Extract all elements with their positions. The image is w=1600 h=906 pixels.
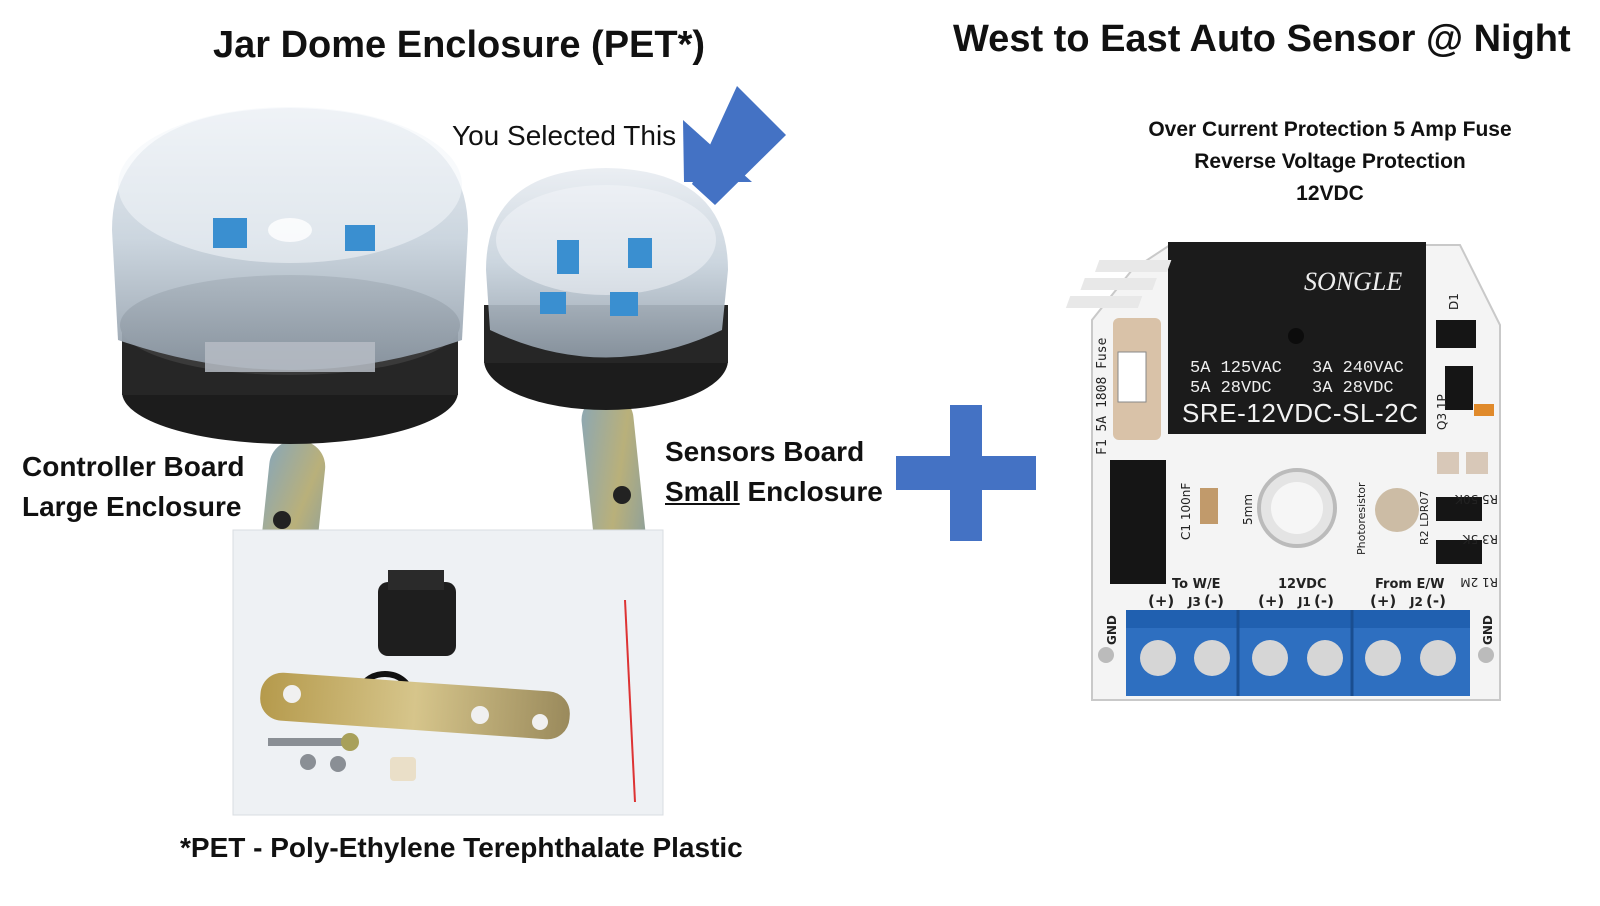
j2-label: J2 xyxy=(1409,595,1423,609)
footnote: *PET - Poly-Ethylene Terephthalate Plast… xyxy=(180,832,743,863)
photo-label: Photoresistor xyxy=(1355,482,1368,555)
gnd-left: GND xyxy=(1105,615,1119,645)
spec-voltage: 12VDC xyxy=(1296,182,1364,205)
gnd-right: GND xyxy=(1481,615,1495,645)
j1-plus: (+) xyxy=(1258,592,1284,610)
j3-label: J3 xyxy=(1187,595,1201,609)
blue-arrow xyxy=(683,86,786,205)
relay-rating-4: 3A 28VDC xyxy=(1312,379,1394,398)
r5-label: R5 50K xyxy=(1454,492,1498,506)
plus-sign xyxy=(896,405,1036,541)
mid-label: 12VDC xyxy=(1278,577,1326,592)
j1-label: J1 xyxy=(1297,595,1311,609)
d1-label: D1 xyxy=(1447,293,1461,310)
from-label: From E/W xyxy=(1375,577,1444,592)
sensors-label-line1: Sensors Board xyxy=(665,436,865,467)
j1-minus: (-) xyxy=(1314,592,1334,610)
to-label: To W/E xyxy=(1172,577,1221,592)
left-title: Jar Dome Enclosure (PET*) xyxy=(213,24,706,66)
r3-label: R3 5K xyxy=(1462,532,1498,546)
spec-reverse-voltage: Reverse Voltage Protection xyxy=(1194,150,1466,173)
selected-callout: You Selected This xyxy=(452,120,677,151)
relay-rating-3: 3A 240VAC xyxy=(1312,359,1404,378)
right-title: West to East Auto Sensor @ Night xyxy=(953,18,1571,60)
hardware-bag-photo xyxy=(232,529,664,816)
q3-label: Q3 1P xyxy=(1435,394,1449,430)
controller-pcb-photo xyxy=(1065,242,1501,701)
enclosure-word: Enclosure xyxy=(739,476,883,507)
small-enclosure-photo xyxy=(484,168,728,605)
controller-label-line1: Controller Board xyxy=(22,451,245,482)
led-label: 5mm xyxy=(1241,494,1255,525)
j2-minus: (-) xyxy=(1426,592,1446,610)
fuse-label: F1 5A 1808 Fuse xyxy=(1095,337,1110,455)
j3-plus: (+) xyxy=(1148,592,1174,610)
small-word: Small xyxy=(665,476,740,507)
sensors-label-line2: Small Enclosure xyxy=(665,472,883,512)
relay-rating-1: 5A 125VAC xyxy=(1190,359,1282,378)
relay-brand: SONGLE xyxy=(1304,267,1402,296)
cap-label: C1 100nF xyxy=(1179,483,1193,540)
controller-label-line2: Large Enclosure xyxy=(22,491,242,522)
relay-model: SRE-12VDC-SL-2C xyxy=(1182,398,1418,428)
j3-minus: (-) xyxy=(1204,592,1224,610)
spec-overcurrent: Over Current Protection 5 Amp Fuse xyxy=(1148,118,1512,141)
relay-rating-2: 5A 28VDC xyxy=(1190,379,1272,398)
ldr-label: R2 LDR07 xyxy=(1418,491,1431,545)
r1-label: R1 2M xyxy=(1460,575,1498,589)
j2-plus: (+) xyxy=(1370,592,1396,610)
